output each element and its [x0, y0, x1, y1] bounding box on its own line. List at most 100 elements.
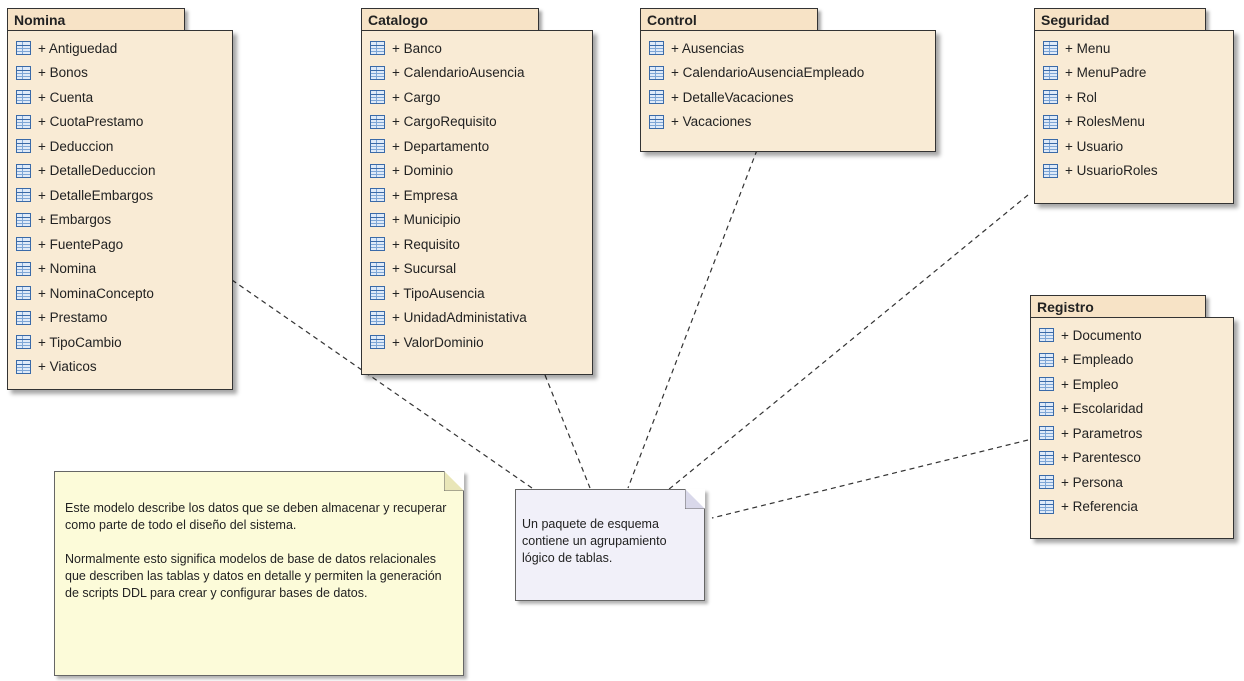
table-item[interactable]: + Referencia — [1039, 495, 1225, 520]
model-description-note[interactable]: Este modelo describe los datos que se de… — [54, 471, 464, 676]
table-item[interactable]: + CalendarioAusencia — [370, 61, 584, 86]
table-name: + Sucursal — [392, 261, 457, 277]
table-name: + RolesMenu — [1065, 114, 1145, 130]
table-item[interactable]: + Deduccion — [16, 134, 224, 159]
table-name: + ValorDominio — [392, 334, 484, 350]
table-item[interactable]: + Parametros — [1039, 421, 1225, 446]
table-item[interactable]: + Cargo — [370, 85, 584, 110]
table-icon — [1039, 401, 1054, 416]
package-title: Control — [647, 12, 697, 28]
table-name: + Escolaridad — [1061, 401, 1144, 417]
table-icon — [1039, 499, 1054, 514]
table-name: + Ausencias — [671, 40, 745, 56]
table-item[interactable]: + Vacaciones — [649, 110, 927, 135]
package-tab: Registro — [1030, 295, 1206, 318]
table-item[interactable]: + UsuarioRoles — [1043, 159, 1225, 184]
note-fold-corner — [444, 471, 464, 491]
table-item[interactable]: + Embargos — [16, 208, 224, 233]
table-item[interactable]: + Departamento — [370, 134, 584, 159]
table-item[interactable]: + UnidadAdministativa — [370, 306, 584, 331]
table-item[interactable]: + Documento — [1039, 323, 1225, 348]
package-title: Seguridad — [1041, 12, 1110, 28]
package-description-note[interactable]: Un paquete de esquema contiene un agrupa… — [515, 489, 705, 601]
package-body: + Antiguedad + Bonos + Cuenta + CuotaPre… — [7, 30, 233, 390]
table-item[interactable]: + Empleado — [1039, 348, 1225, 373]
table-icon — [1039, 426, 1054, 441]
table-item[interactable]: + ValorDominio — [370, 330, 584, 355]
table-icon — [370, 335, 385, 350]
table-item[interactable]: + Prestamo — [16, 306, 224, 331]
package-body: + Menu + MenuPadre + Rol + RolesMenu + U… — [1034, 30, 1234, 204]
table-name: + Dominio — [392, 163, 454, 179]
connector-seguridad — [667, 194, 1029, 491]
table-item[interactable]: + NominaConcepto — [16, 281, 224, 306]
table-name: + FuentePago — [38, 236, 124, 252]
package-title: Catalogo — [368, 12, 428, 28]
table-item[interactable]: + FuentePago — [16, 232, 224, 257]
table-item[interactable]: + Bonos — [16, 61, 224, 86]
table-name: + Persona — [1061, 474, 1123, 490]
table-item[interactable]: + Banco — [370, 36, 584, 61]
table-icon — [1039, 377, 1054, 392]
table-item[interactable]: + Empleo — [1039, 372, 1225, 397]
table-name: + Municipio — [392, 212, 461, 228]
connector-control — [627, 149, 758, 489]
table-item[interactable]: + DetalleVacaciones — [649, 85, 927, 110]
table-name: + TipoCambio — [38, 334, 122, 350]
table-icon — [1039, 450, 1054, 465]
table-name: + TipoAusencia — [392, 285, 485, 301]
table-name: + DetalleVacaciones — [671, 89, 794, 105]
table-item[interactable]: + Antiguedad — [16, 36, 224, 61]
table-item[interactable]: + Empresa — [370, 183, 584, 208]
table-item[interactable]: + Menu — [1043, 36, 1225, 61]
table-item[interactable]: + TipoAusencia — [370, 281, 584, 306]
table-item[interactable]: + CargoRequisito — [370, 110, 584, 135]
table-name: + Nomina — [38, 261, 97, 277]
table-item[interactable]: + Requisito — [370, 232, 584, 257]
table-item[interactable]: + DetalleDeduccion — [16, 159, 224, 184]
table-item[interactable]: + Usuario — [1043, 134, 1225, 159]
table-item[interactable]: + Ausencias — [649, 36, 927, 61]
table-item[interactable]: + CuotaPrestamo — [16, 110, 224, 135]
table-item[interactable]: + Dominio — [370, 159, 584, 184]
table-name: + Parentesco — [1061, 450, 1141, 466]
table-name: + Requisito — [392, 236, 460, 252]
table-item[interactable]: + Cuenta — [16, 85, 224, 110]
table-item[interactable]: + Rol — [1043, 85, 1225, 110]
table-item[interactable]: + DetalleEmbargos — [16, 183, 224, 208]
table-icon — [649, 114, 664, 129]
table-item[interactable]: + Viaticos — [16, 355, 224, 380]
table-item[interactable]: + Municipio — [370, 208, 584, 233]
table-name: + Banco — [392, 40, 442, 56]
table-name: + Cuenta — [38, 89, 94, 105]
table-name: + CargoRequisito — [392, 114, 497, 130]
table-icon — [16, 212, 31, 227]
note-fold-corner — [685, 489, 705, 509]
table-icon — [370, 65, 385, 80]
table-item[interactable]: + MenuPadre — [1043, 61, 1225, 86]
table-icon — [16, 114, 31, 129]
table-item[interactable]: + Escolaridad — [1039, 397, 1225, 422]
table-icon — [16, 41, 31, 56]
package-title: Nomina — [14, 12, 66, 28]
package-tab: Control — [640, 8, 818, 31]
table-icon — [16, 286, 31, 301]
table-name: + MenuPadre — [1065, 65, 1147, 81]
table-item[interactable]: + TipoCambio — [16, 330, 224, 355]
table-item[interactable]: + CalendarioAusenciaEmpleado — [649, 61, 927, 86]
table-name: + DetalleDeduccion — [38, 163, 156, 179]
table-icon — [16, 261, 31, 276]
table-icon — [1043, 114, 1058, 129]
table-item[interactable]: + RolesMenu — [1043, 110, 1225, 135]
table-item[interactable]: + Nomina — [16, 257, 224, 282]
package-body: + Documento + Empleado + Empleo + Escola… — [1030, 317, 1234, 539]
table-item[interactable]: + Parentesco — [1039, 446, 1225, 471]
table-item[interactable]: + Persona — [1039, 470, 1225, 495]
table-name: + CuotaPrestamo — [38, 114, 144, 130]
table-icon — [1039, 352, 1054, 367]
table-icon — [16, 359, 31, 374]
table-item[interactable]: + Sucursal — [370, 257, 584, 282]
table-icon — [370, 310, 385, 325]
table-name: + Documento — [1061, 327, 1142, 343]
